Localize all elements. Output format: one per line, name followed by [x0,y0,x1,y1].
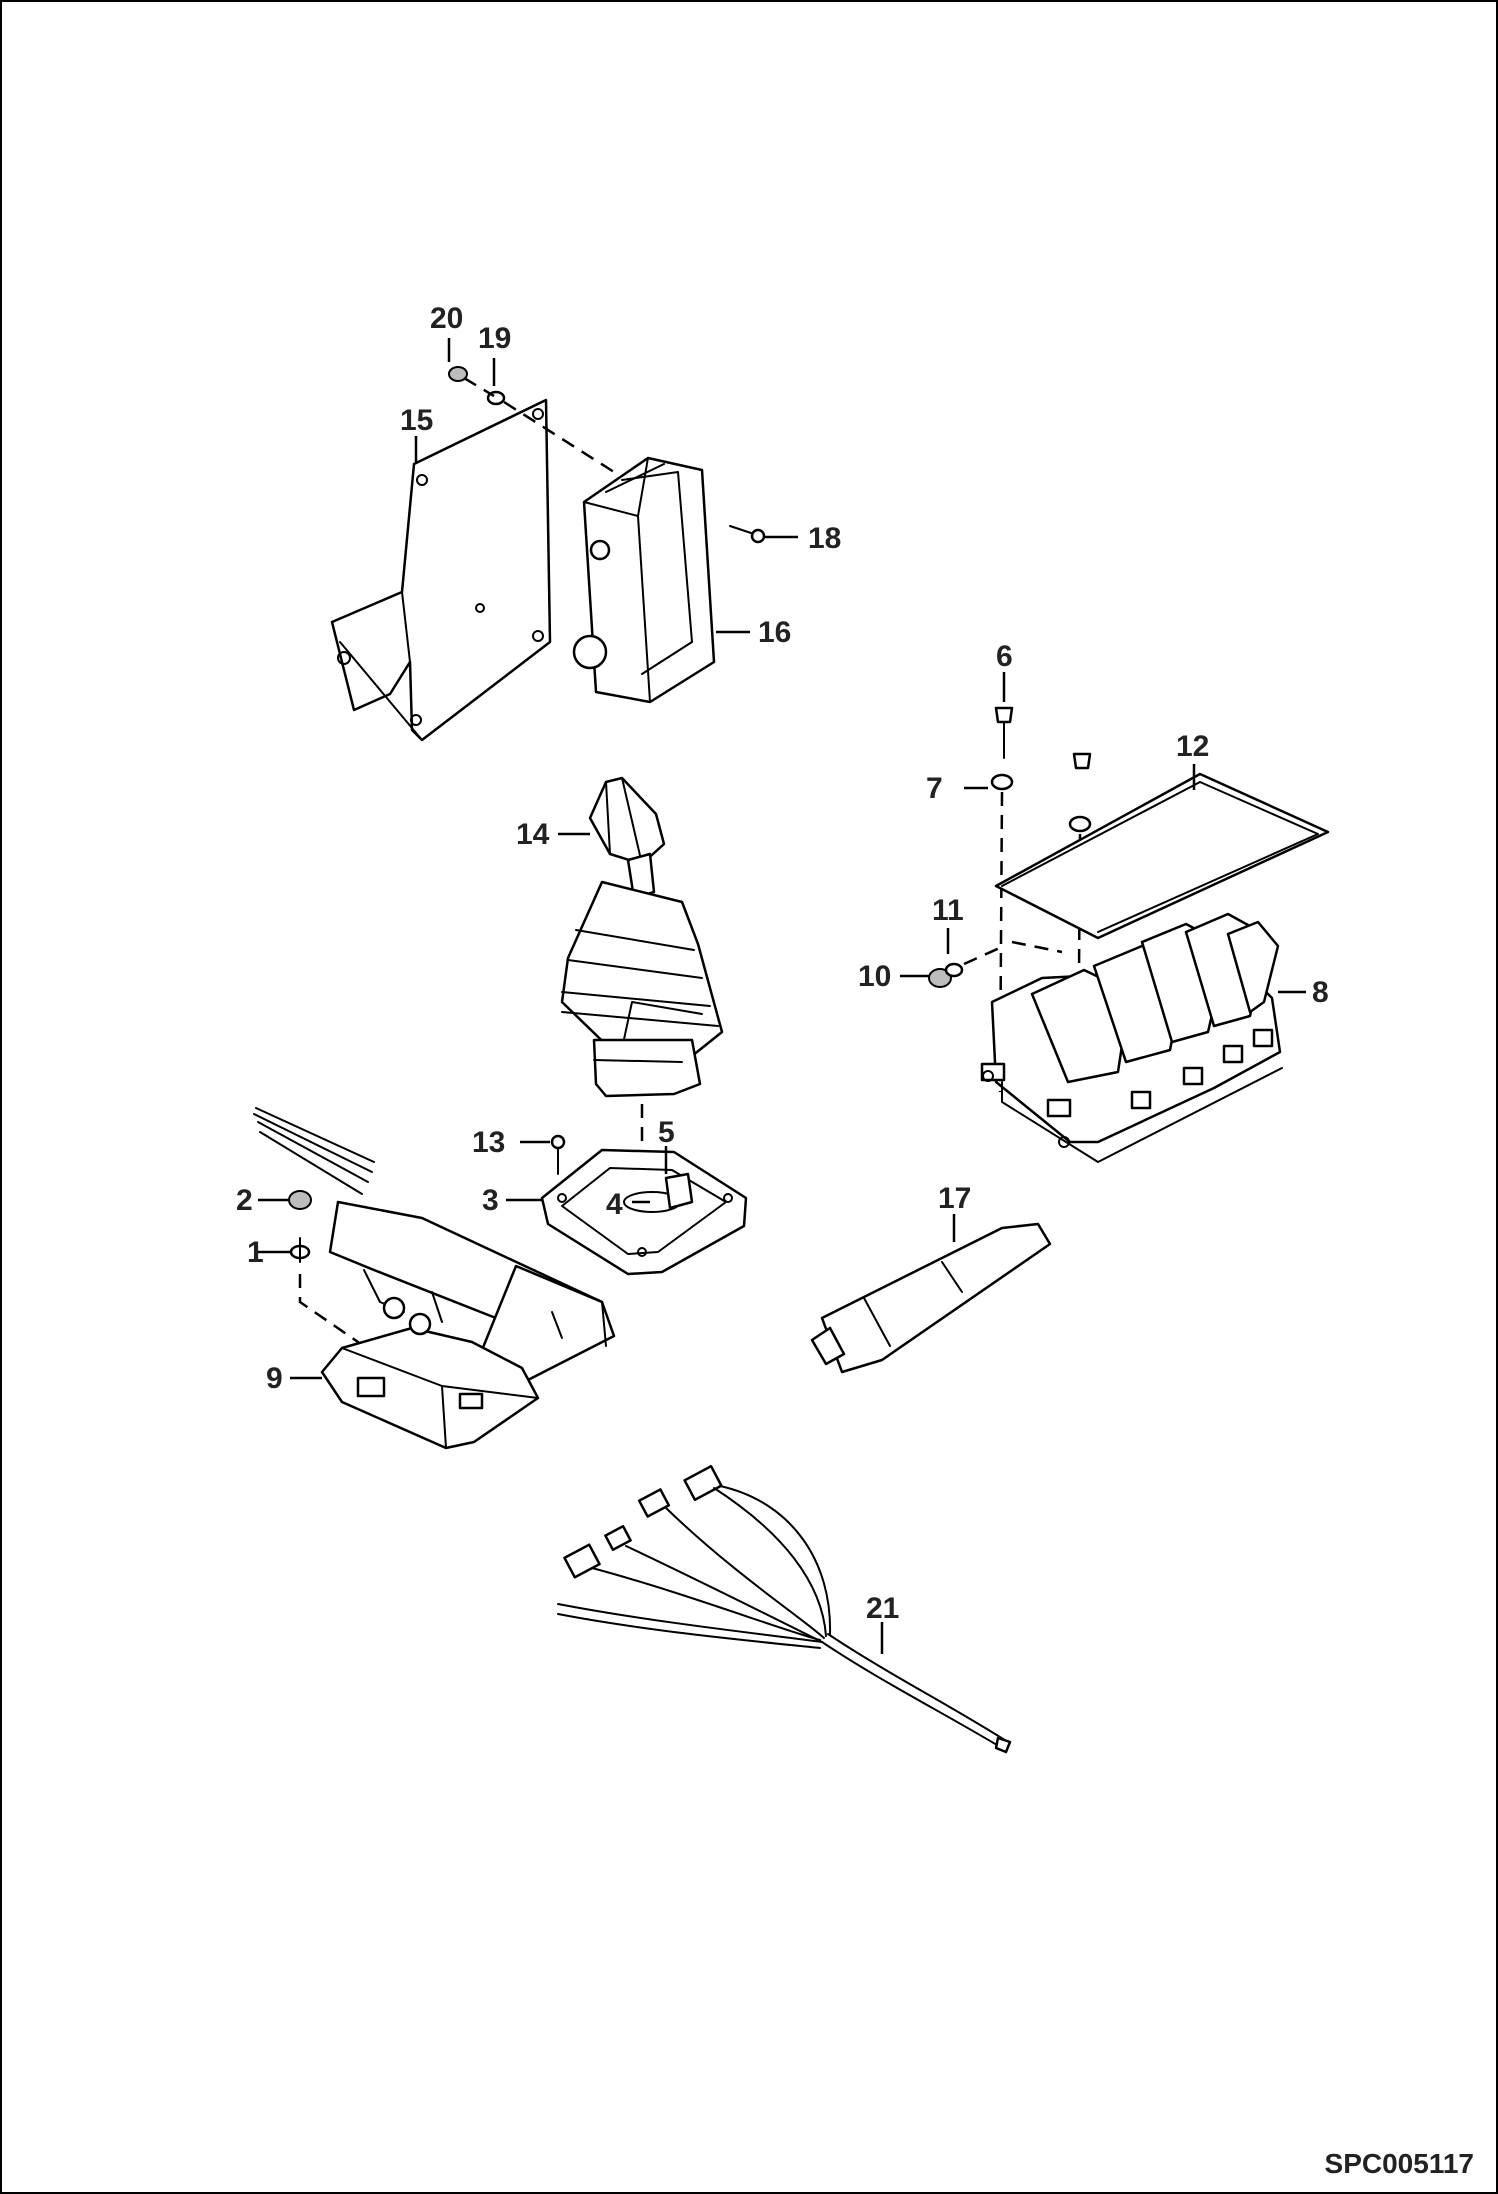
part-16-control-box [572,456,716,704]
callout-15: 15 [400,404,433,437]
assembly-line-19-16 [463,376,615,474]
part-10-nut [928,968,952,988]
callout-3: 3 [482,1184,499,1217]
part-14-joystick [560,776,724,1098]
callout-2: 2 [236,1184,253,1217]
part-11-washer [944,962,964,978]
callout-16: 16 [758,616,791,649]
part-17-grease-tube [810,1222,1052,1374]
part-7-washer-second [1068,815,1092,833]
part-9-joystick-base [253,1107,616,1450]
callout-19: 19 [478,322,511,355]
part-5-sensor [664,1172,694,1210]
drawing-code: SPC005117 [1324,2148,1474,2179]
callout-6: 6 [996,640,1013,673]
callout-7: 7 [926,772,943,805]
part-2-nut [288,1190,312,1210]
part-18-screw [729,525,766,544]
part-7-washer [990,773,1014,791]
callout-10: 10 [858,960,891,993]
callout-8: 8 [1312,976,1329,1009]
callout-21: 21 [866,1592,899,1625]
part-1-washer [289,1237,311,1263]
callout-9: 9 [266,1362,283,1395]
leader-lines [258,338,1306,1654]
part-12-gasket-sheet [994,772,1330,940]
part-13-screw [550,1134,566,1175]
assembly-line-10-8 [963,940,1063,966]
part-21-wire-harness [557,1464,1012,1754]
part-15-bracket [330,398,552,742]
callout-13: 13 [472,1126,505,1159]
part-8-relay-block [980,912,1283,1163]
callout-11: 11 [932,894,964,927]
callout-17: 17 [938,1182,971,1215]
callout-4: 4 [606,1188,623,1221]
assembly-line-7 [998,791,1004,1093]
callout-12: 12 [1176,730,1209,763]
part-20-nut [448,366,468,382]
part-6-screw [994,706,1014,759]
part-6-screw-second [1072,752,1092,770]
callout-14: 14 [516,818,550,851]
assembly-line-1-9 [298,1274,364,1375]
callout-20: 20 [430,302,463,335]
callout-1: 1 [247,1236,264,1269]
callout-18: 18 [808,522,841,555]
callout-5: 5 [658,1116,675,1149]
